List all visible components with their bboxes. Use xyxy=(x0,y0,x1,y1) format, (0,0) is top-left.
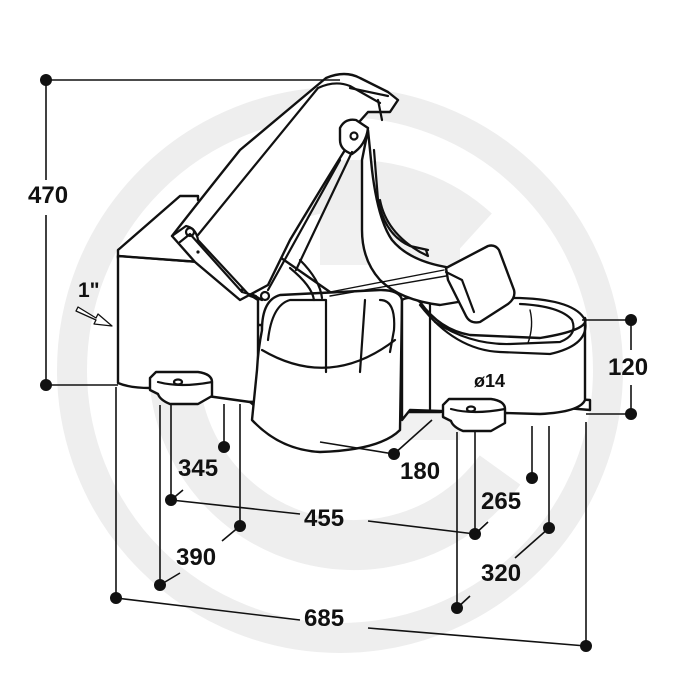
dimension-120 xyxy=(582,314,637,420)
label-180: 180 xyxy=(400,458,441,485)
mount-foot-left xyxy=(148,370,214,406)
label-320: 320 xyxy=(481,560,522,587)
label-265: 265 xyxy=(481,488,522,515)
dimension-320 xyxy=(451,426,555,614)
label-hole-diameter: ø14 xyxy=(474,371,506,391)
label-345: 345 xyxy=(178,455,219,482)
inlet-arrow-icon xyxy=(75,306,113,327)
dimension-265 xyxy=(474,426,538,535)
label-455: 455 xyxy=(304,505,345,532)
label-height-470: 470 xyxy=(28,182,69,209)
dimension-345 xyxy=(170,404,230,501)
dimension-180 xyxy=(319,419,433,460)
label-bowl-height-120: 120 xyxy=(608,354,649,381)
label-inlet-thread: 1" xyxy=(78,279,100,302)
trough-body xyxy=(116,72,592,454)
label-390: 390 xyxy=(176,544,217,571)
dimension-390 xyxy=(154,404,246,591)
mount-foot-right xyxy=(441,397,507,433)
dimension-470 xyxy=(40,74,340,391)
label-685: 685 xyxy=(304,605,345,632)
dimension-685 xyxy=(110,387,592,652)
